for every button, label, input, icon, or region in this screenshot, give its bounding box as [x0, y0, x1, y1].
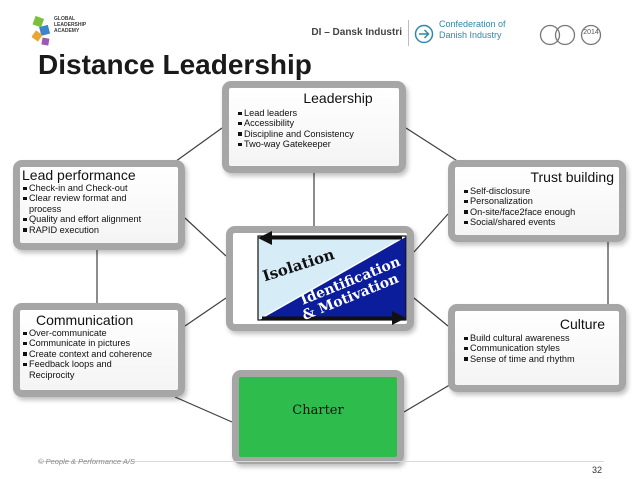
list-item: Accessibility [238, 118, 399, 128]
leadership-list: Lead leaders Accessibility Discipline an… [238, 108, 399, 150]
list-item: Create context and coherence [23, 349, 178, 359]
confederation-text: Confederation of Danish Industry [439, 19, 506, 40]
list-item: Quality and effort alignment [23, 214, 178, 224]
left-arrow-icon [258, 231, 402, 245]
list-item: Check-in and Check-out [23, 183, 178, 193]
academy-logo: GLOBAL LEADERSHIP ACADEMY [32, 14, 94, 48]
leadership-box: Leadership Lead leaders Accessibility Di… [222, 81, 406, 173]
communication-box: Communication Over-communicate Communica… [13, 303, 185, 397]
list-item: Over-communicate [23, 328, 178, 338]
arrow-circle-icon [414, 24, 434, 44]
copyright-text: © People & Performance A/S [38, 457, 135, 466]
slide-title: Distance Leadership [38, 49, 312, 80]
charter-title: Charter [292, 403, 344, 418]
charter-box: Charter [232, 370, 404, 464]
logo-circles-icon [539, 24, 602, 46]
communication-list: Over-communicate Communicate in pictures… [23, 328, 178, 380]
trust-building-list: Self-disclosure Personalization On-site/… [464, 186, 619, 228]
year-label: 2014 [583, 29, 599, 36]
list-item: RAPID execution [23, 225, 178, 235]
list-item: Communicate in pictures [23, 338, 178, 348]
footer-divider [38, 461, 604, 462]
connector-trust-center [413, 213, 449, 253]
list-item: Self-disclosure [464, 186, 619, 196]
list-item: Lead leaders [238, 108, 399, 118]
list-item: Clear review format and process [23, 193, 147, 214]
page-number: 32 [592, 465, 603, 475]
list-item: Two-way Gatekeeper [238, 139, 399, 149]
trust-building-title: Trust building [530, 169, 614, 185]
organization-name: DI – Dansk Industri [311, 27, 402, 38]
lead-performance-title: Lead performance [22, 167, 136, 183]
trust-building-box: Trust building Self-disclosure Personali… [448, 160, 626, 242]
list-item: Discipline and Consistency [238, 129, 399, 139]
list-item: Sense of time and rhythm [464, 354, 619, 364]
list-item: Communication styles [464, 343, 619, 353]
communication-title: Communication [36, 312, 134, 328]
list-item: Feedback loops and Reciprocity [23, 359, 141, 380]
logo-mark-icon [32, 15, 51, 46]
list-item: On-site/face2face enough [464, 207, 619, 217]
connector-communication-center [184, 297, 227, 327]
list-item: Social/shared events [464, 217, 619, 227]
connector-leadership-trust [405, 127, 463, 165]
culture-box: Culture Build cultural awareness Communi… [448, 304, 626, 392]
lead-performance-box: Lead performance Check-in and Check-out … [13, 160, 185, 250]
list-item: Build cultural awareness [464, 333, 619, 343]
connector-culture-center [413, 297, 449, 327]
culture-list: Build cultural awareness Communication s… [464, 333, 619, 364]
logo-text: GLOBAL LEADERSHIP ACADEMY [54, 16, 87, 34]
right-arrow-icon [262, 311, 406, 325]
connector-leadership-performance [171, 127, 223, 165]
leadership-title: Leadership [303, 90, 373, 106]
header-divider [408, 20, 409, 46]
culture-title: Culture [559, 316, 605, 332]
connector-communication-charter [174, 396, 233, 423]
connector-performance-center [184, 217, 227, 257]
lead-performance-list: Check-in and Check-out Clear review form… [23, 183, 178, 235]
list-item: Personalization [464, 196, 619, 206]
